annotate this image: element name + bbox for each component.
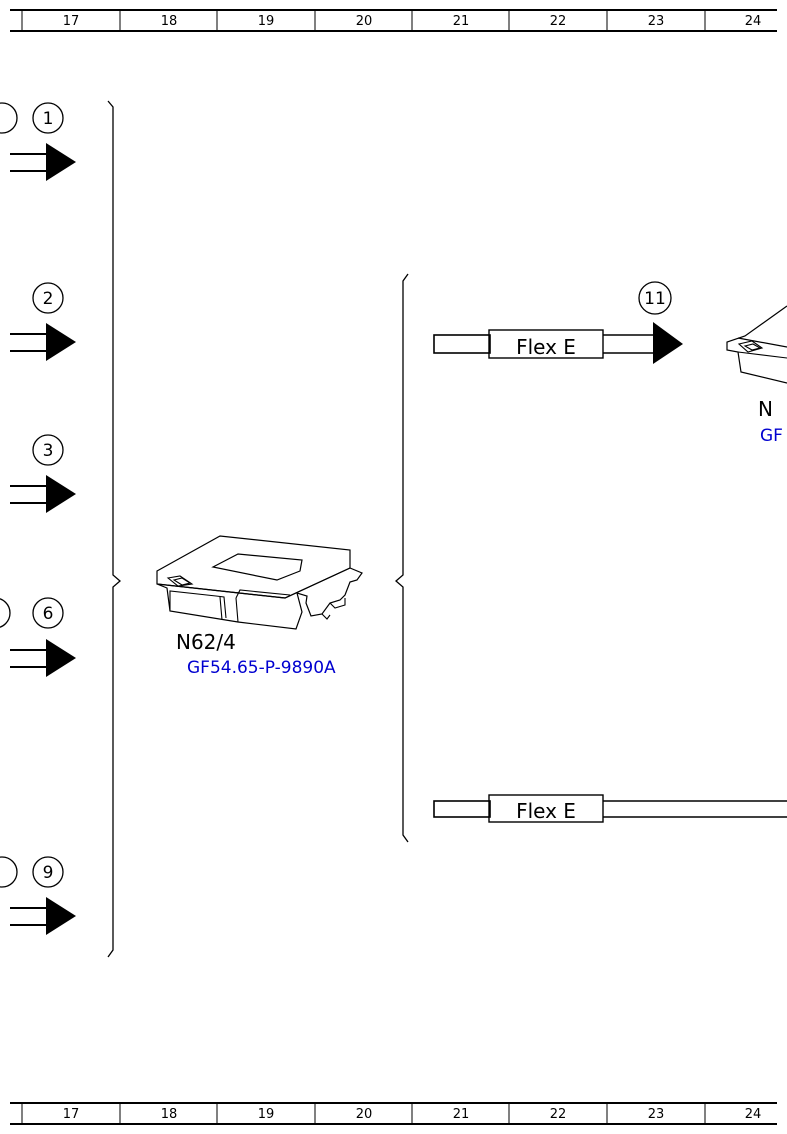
connector-1[interactable]: 1 <box>10 102 76 181</box>
connector-2[interactable]: 2 <box>10 282 76 361</box>
connector-number-1: 1 <box>43 109 54 129</box>
ruler-top-col-24: 24 <box>745 14 762 29</box>
arrow-right-icon <box>10 639 76 677</box>
connector-number-9: 9 <box>43 863 54 883</box>
flex-e-bus-lower: Flex E <box>433 794 787 823</box>
flex-e-label-box-upper <box>488 329 604 359</box>
left-brace <box>395 273 409 843</box>
ruler-bottom-col-24: 24 <box>745 1107 762 1122</box>
control-unit-icon[interactable] <box>156 535 363 630</box>
connector-3[interactable]: 3 <box>10 434 76 513</box>
connector-6[interactable]: 6 <box>10 597 76 677</box>
right-brace <box>107 100 121 958</box>
flex-e-label-upper: Flex E <box>516 335 576 359</box>
arrow-right-icon <box>653 322 683 364</box>
ruler-top-col-18: 18 <box>161 14 178 29</box>
ruler-bottom-col-18: 18 <box>161 1107 178 1122</box>
flex-e-label-box-lower <box>488 794 604 823</box>
connector-number-3: 3 <box>43 441 54 461</box>
ruler-top-col-21: 21 <box>453 14 470 29</box>
flex-e-label-lower: Flex E <box>516 799 576 823</box>
connector-number-11: 11 <box>644 289 666 309</box>
connector-number-2: 2 <box>43 289 54 309</box>
connector-circle-9 <box>32 856 64 888</box>
ruler-bottom-col-19: 19 <box>258 1107 275 1122</box>
arrow-right-icon <box>10 323 76 361</box>
connector-circle-6 <box>32 597 64 629</box>
component-reference-link-partial[interactable]: GF <box>760 426 783 446</box>
connector-circle-11 <box>638 281 672 315</box>
ruler-bottom-col-17: 17 <box>63 1107 80 1122</box>
ruler-top-col-22: 22 <box>550 14 567 29</box>
flex-e-bus-upper: Flex E <box>433 322 683 364</box>
component-reference-link[interactable]: GF54.65-P-9890A <box>187 658 336 678</box>
ruler-bottom-col-22: 22 <box>550 1107 567 1122</box>
top-ruler: 17 18 19 20 21 22 23 24 <box>10 9 777 32</box>
ruler-top-col-17: 17 <box>63 14 80 29</box>
ruler-bottom-col-21: 21 <box>453 1107 470 1122</box>
ruler-top-col-19: 19 <box>258 14 275 29</box>
ruler-top-col-23: 23 <box>648 14 665 29</box>
connector-circle-2 <box>32 282 64 314</box>
arrow-right-icon <box>10 475 76 513</box>
connector-11[interactable]: 11 <box>638 281 672 315</box>
component-designation: N62/4 <box>176 630 236 654</box>
ruler-top-col-20: 20 <box>356 14 373 29</box>
connector-circle-1 <box>32 102 64 134</box>
arrow-right-icon <box>10 143 76 181</box>
arrow-right-icon <box>10 897 76 935</box>
control-unit-partial-icon[interactable] <box>726 305 787 384</box>
ruler-bottom-col-20: 20 <box>356 1107 373 1122</box>
connector-9[interactable]: 9 <box>10 856 76 935</box>
component-designation-partial: N <box>758 397 773 421</box>
bottom-ruler: 17 18 19 20 21 22 23 24 <box>10 1102 777 1125</box>
ruler-bottom-col-23: 23 <box>648 1107 665 1122</box>
partial-connector-circles <box>0 102 18 888</box>
connector-number-6: 6 <box>43 604 54 624</box>
connector-circle-3 <box>32 434 64 466</box>
